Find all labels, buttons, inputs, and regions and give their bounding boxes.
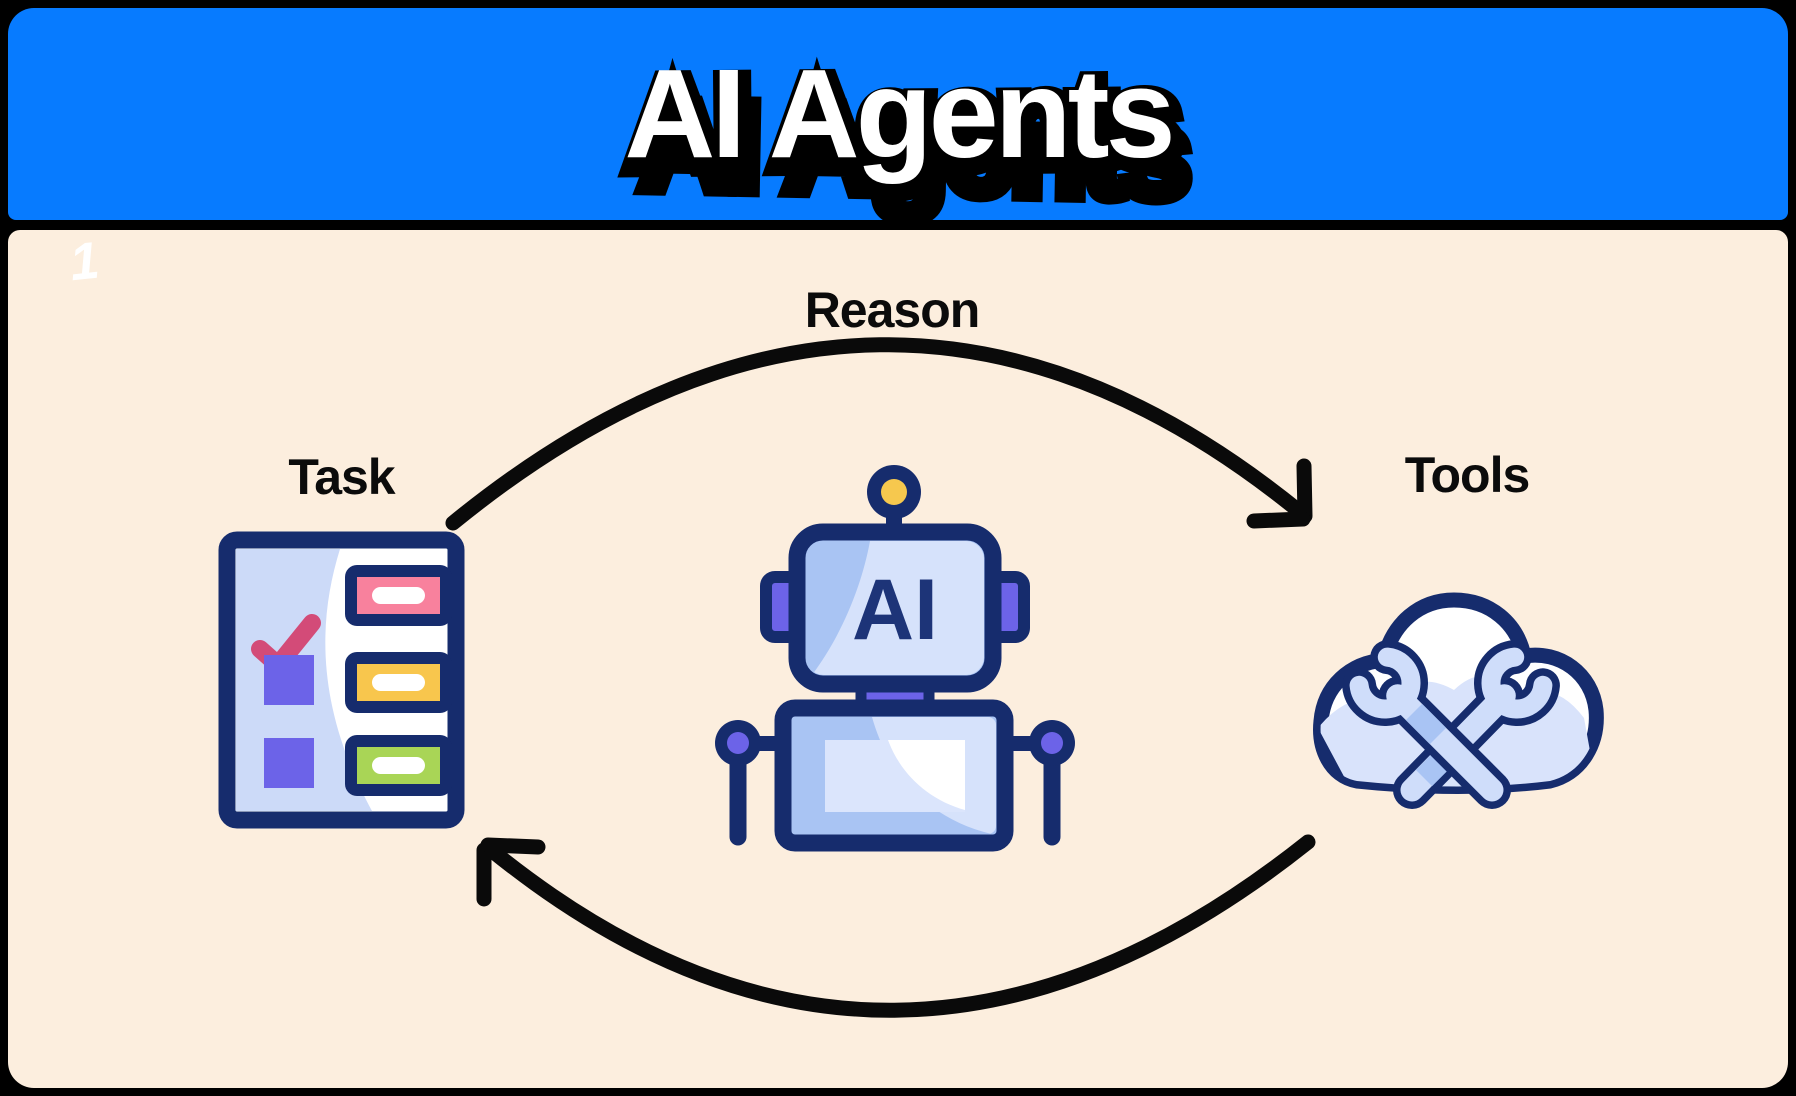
checklist-icon [218, 531, 465, 829]
list-item-yellow [345, 652, 452, 713]
bottom-arrowhead-barb-horizontal [480, 837, 546, 855]
robot-head-highlight [812, 541, 984, 675]
task-label: Task [288, 449, 395, 505]
top-arrowhead-barb-horizontal [1246, 511, 1311, 529]
page-title-text: AI Agents [624, 43, 1175, 184]
bottom-arc-arrow [482, 834, 1316, 1018]
reason-label: Reason [804, 282, 981, 338]
robot-chest-panel-highlight [888, 740, 965, 810]
header-banner: AI Agents AI Agents AI Agents [8, 8, 1788, 232]
robot-shoulder-left-dot [727, 732, 749, 754]
checkbox-square [264, 738, 314, 788]
robot-ai-label: AI [852, 562, 938, 658]
robot-icon: AI [715, 465, 1075, 852]
wrench-left [1342, 640, 1511, 809]
list-item-green [345, 735, 452, 796]
robot-shoulder-right-dot [1041, 732, 1063, 754]
top-arrowhead-barb-vertical [1296, 458, 1313, 524]
page-title: AI Agents AI Agents AI Agents [618, 39, 1196, 232]
tools-label: Tools [1404, 447, 1531, 503]
list-item-pink [345, 565, 452, 626]
cloud-wrenches-icon [1313, 592, 1604, 809]
top-arc-arrow [445, 337, 1308, 531]
checkbox-square [264, 655, 314, 705]
antenna-light [881, 479, 907, 505]
